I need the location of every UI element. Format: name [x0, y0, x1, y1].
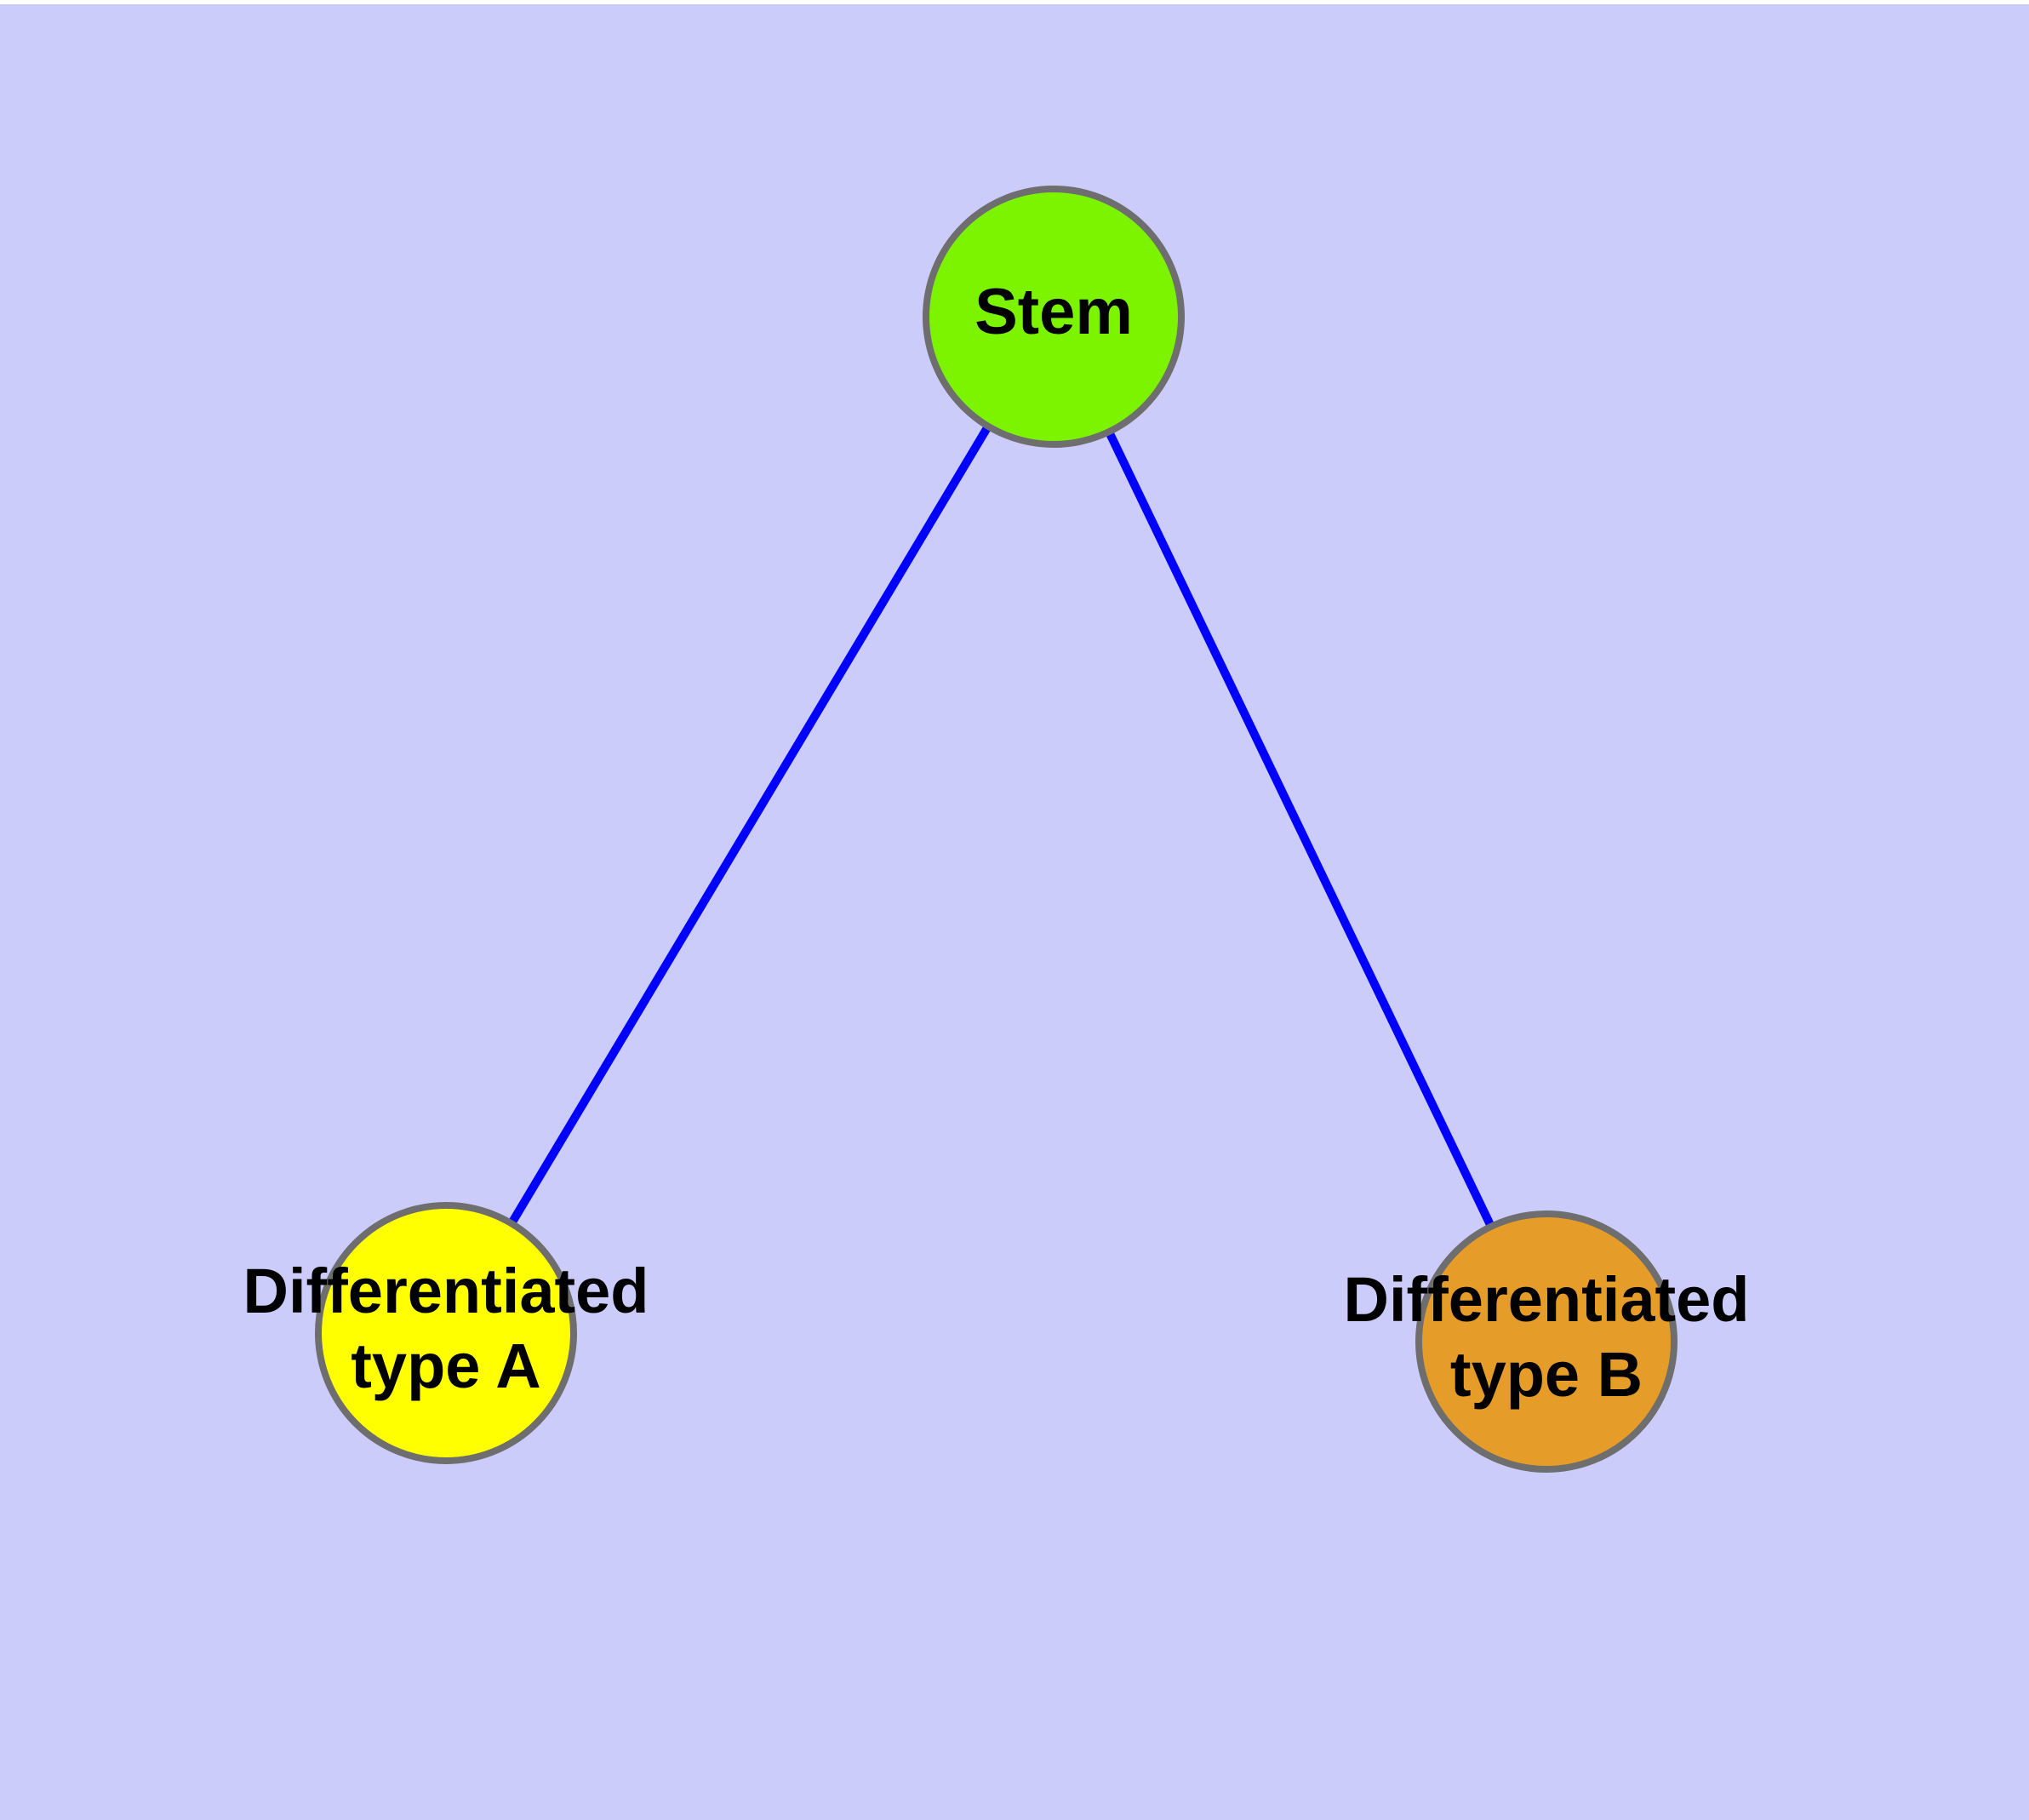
node-label-line: Stem [974, 276, 1133, 348]
node-differentiated-type-a-circle[interactable] [315, 1202, 577, 1464]
node-stem[interactable]: Stem [923, 186, 1185, 448]
node-differentiated-type-b-circle[interactable] [1415, 1210, 1677, 1473]
node-stem-label: Stem [974, 276, 1133, 348]
canvas-top-edge [0, 0, 2029, 4]
node-label-line: Differentiated [1344, 1264, 1750, 1335]
node-label-line: type A [351, 1331, 540, 1401]
node-label-line: type B [1450, 1339, 1643, 1410]
edge-stem-to-differentiated-type-a[interactable] [506, 421, 994, 1229]
node-label-line: Differentiated [243, 1256, 649, 1326]
edge-stem-to-differentiated-type-b[interactable] [1103, 426, 1497, 1232]
node-stem-circle[interactable] [923, 186, 1185, 448]
edge-layer [506, 421, 1497, 1232]
